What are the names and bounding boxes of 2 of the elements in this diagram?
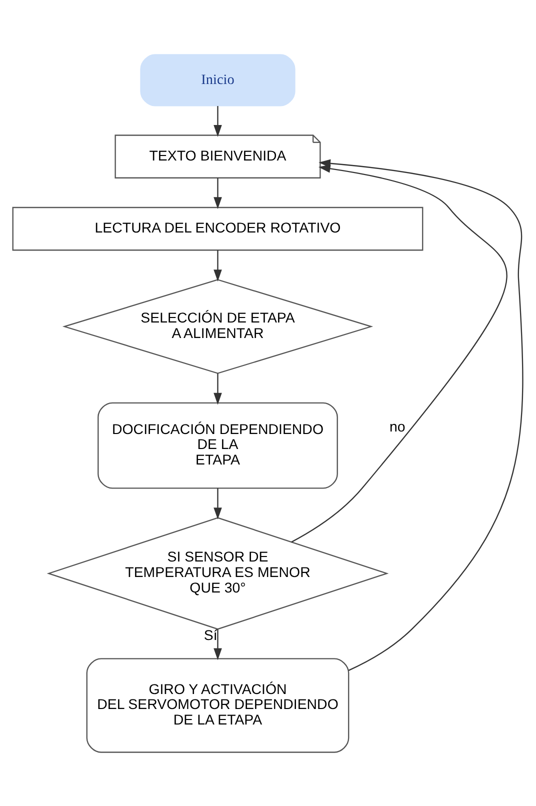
- edge-label: no: [390, 418, 406, 435]
- edge-label: Sí: [204, 628, 218, 644]
